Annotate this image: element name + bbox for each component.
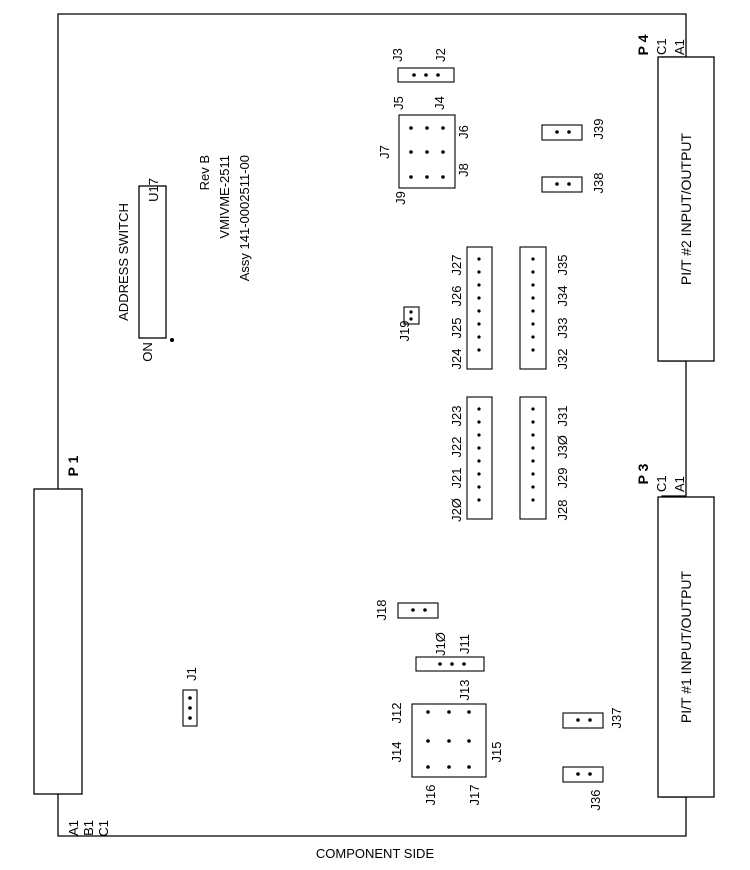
label-j18: J18 bbox=[374, 600, 389, 621]
label-j2: J2 bbox=[433, 48, 448, 62]
switch-pin1-dot bbox=[170, 338, 174, 342]
label-j7: J7 bbox=[377, 145, 392, 159]
label-j15: J15 bbox=[489, 742, 504, 763]
p1-connector bbox=[33, 488, 83, 795]
p4-label: P 4 bbox=[635, 34, 651, 55]
label-j39: J39 bbox=[591, 119, 606, 140]
label-j29: J29 bbox=[555, 468, 570, 489]
switch-title: ADDRESS SWITCH bbox=[116, 203, 131, 321]
p3-label: P 3 bbox=[635, 463, 651, 484]
label-j22: J22 bbox=[449, 437, 464, 458]
p3-a1: A1 bbox=[672, 476, 687, 492]
p4-a1: A1 bbox=[672, 39, 687, 55]
label-j19: J19 bbox=[397, 321, 412, 342]
label-j24: J24 bbox=[449, 349, 464, 370]
label-j37: J37 bbox=[609, 708, 624, 729]
label-j34: J34 bbox=[555, 286, 570, 307]
p1-c1: C1 bbox=[96, 820, 111, 837]
label-j31: J31 bbox=[555, 406, 570, 427]
label-j25: J25 bbox=[449, 318, 464, 339]
p1-a1: A1 bbox=[66, 820, 81, 836]
jumper-j18 bbox=[397, 602, 439, 619]
label-j13: J13 bbox=[457, 680, 472, 701]
label-j6: J6 bbox=[456, 125, 471, 139]
label-j26: J26 bbox=[449, 286, 464, 307]
label-j28: J28 bbox=[555, 500, 570, 521]
label-j38: J38 bbox=[591, 173, 606, 194]
label-j4: J4 bbox=[432, 96, 447, 110]
label-j21: J21 bbox=[449, 468, 464, 489]
p4-c1: C1 bbox=[654, 38, 669, 55]
switch-ref: U17 bbox=[146, 178, 161, 202]
label-j14: J14 bbox=[389, 742, 404, 763]
p1-label: P 1 bbox=[65, 455, 81, 476]
p3-connector bbox=[657, 496, 715, 798]
p3-io-label: PI/T #1 INPUT/OUTPUT bbox=[678, 570, 694, 723]
jumper-j37 bbox=[562, 712, 604, 729]
label-j35: J35 bbox=[555, 255, 570, 276]
label-j1: J1 bbox=[184, 667, 199, 681]
address-switch bbox=[138, 185, 167, 339]
label-j10: J1Ø bbox=[433, 632, 448, 656]
label-j30: J3Ø bbox=[555, 435, 570, 459]
jumper-j19 bbox=[403, 306, 420, 325]
label-j36: J36 bbox=[588, 790, 603, 811]
label-j32: J32 bbox=[555, 349, 570, 370]
jumper-j39 bbox=[541, 124, 583, 141]
label-j9: J9 bbox=[393, 191, 408, 205]
label-j20: J2Ø bbox=[449, 498, 464, 522]
label-j8: J8 bbox=[456, 163, 471, 177]
p4-io-label: PI/T #2 INPUT/OUTPUT bbox=[678, 132, 694, 285]
board-model: VMIVME-2511 bbox=[217, 155, 232, 239]
board-rev: Rev B bbox=[197, 155, 212, 190]
label-j17: J17 bbox=[467, 785, 482, 806]
label-j12: J12 bbox=[389, 703, 404, 724]
label-j3: J3 bbox=[390, 48, 405, 62]
jumper-j10-j11 bbox=[415, 656, 485, 672]
footer-caption: COMPONENT SIDE bbox=[315, 846, 435, 861]
label-j11: J11 bbox=[457, 634, 472, 654]
label-j33: J33 bbox=[555, 318, 570, 339]
label-j27: J27 bbox=[449, 255, 464, 276]
label-j16: J16 bbox=[423, 785, 438, 806]
p1-b1: B1 bbox=[81, 820, 96, 836]
jumper-j38 bbox=[541, 176, 583, 193]
board-assy: Assy 141-0002511-00 bbox=[237, 155, 252, 281]
jumper-j36 bbox=[562, 766, 604, 783]
label-j23: J23 bbox=[449, 406, 464, 427]
p4-connector bbox=[657, 56, 715, 362]
label-j5: J5 bbox=[391, 96, 406, 110]
switch-on-label: ON bbox=[140, 342, 155, 362]
p3-c1: C1 bbox=[654, 475, 669, 492]
